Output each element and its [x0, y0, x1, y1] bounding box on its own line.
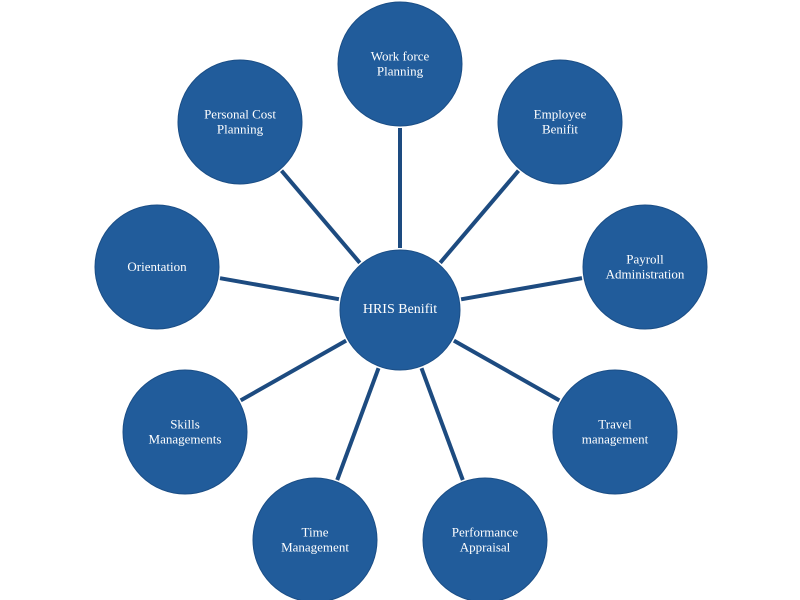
node-circle-travel-management: [552, 369, 678, 495]
node-label-line: Work force: [371, 49, 430, 64]
connector-performance-appraisal: [419, 367, 465, 481]
hub-circle: [339, 249, 461, 371]
node-circle-skills-managements: [122, 369, 248, 495]
node-label-line: Planning: [377, 64, 424, 79]
node-orientation: Orientation: [94, 204, 220, 330]
node-circle-personal-cost-planning: [177, 59, 303, 185]
node-label-line: Travel: [598, 417, 632, 432]
node-circle-performance-appraisal: [422, 477, 548, 600]
node-label-line: Employee: [534, 107, 587, 122]
node-label-line: Management: [281, 540, 349, 555]
node-circle-time-management: [252, 477, 378, 600]
node-label-line: Payroll: [626, 252, 664, 267]
node-label-line: Planning: [217, 122, 264, 137]
node-label-line: Performance: [452, 525, 519, 540]
node-label-line: Orientation: [127, 259, 187, 274]
node-label-orientation: Orientation: [127, 259, 187, 274]
node-label-line: Managements: [149, 432, 222, 447]
node-label-line: Benifit: [542, 122, 578, 137]
node-circle-employee-benifit: [497, 59, 623, 185]
connector-payroll-administration: [460, 276, 583, 302]
connector-personal-cost-planning: [279, 169, 362, 265]
connector-travel-management: [452, 338, 561, 403]
hub-node: HRIS Benifit: [339, 249, 461, 371]
node-label-line: Administration: [606, 267, 685, 282]
connector-lines: [219, 128, 583, 481]
node-label-line: Skills: [170, 417, 200, 432]
node-circle-payroll-administration: [582, 204, 708, 330]
node-circle-orientation: [94, 204, 220, 330]
hub-label: HRIS Benifit: [363, 302, 437, 317]
node-label-line: Personal Cost: [204, 107, 276, 122]
node-label-line: Time: [302, 525, 329, 540]
connector-time-management: [335, 367, 381, 481]
node-label-line: Appraisal: [460, 540, 511, 555]
node-circle-workforce-planning: [337, 1, 463, 127]
node-label-line: management: [582, 432, 649, 447]
connector-skills-managements: [239, 338, 348, 403]
connector-orientation: [219, 276, 340, 302]
connector-employee-benifit: [438, 169, 521, 265]
